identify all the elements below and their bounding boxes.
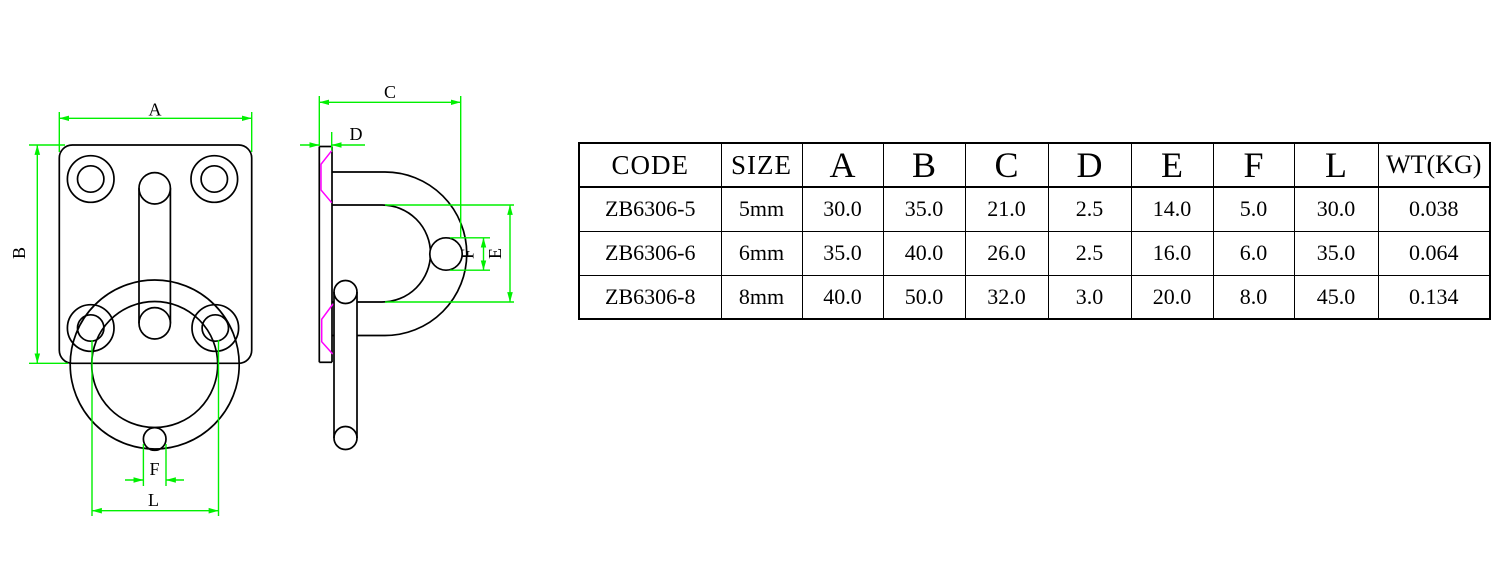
cell-size: 5mm [720,186,803,232]
dimension-lines [29,96,514,516]
dim-label-f-side: F [458,249,478,259]
ring-wire-section-front [142,426,167,452]
col-header-f: F [1212,142,1295,188]
cell-wt: 0.064 [1377,230,1491,276]
cell-e: 14.0 [1130,186,1214,232]
dim-label-e: E [485,248,505,259]
strap-top-bend [138,171,172,205]
ring-inner [90,300,219,429]
cell-b: 50.0 [882,274,966,320]
spec-table-container: CODE SIZE A B C D E F L WT(KG) ZB6306-5 … [578,142,1491,320]
mount-hole-top-right-inner [200,164,229,194]
col-header-code: CODE [578,142,722,188]
strap-outer-profile [332,171,468,337]
cell-d: 2.5 [1047,186,1132,232]
cell-code: ZB6306-8 [578,274,722,320]
table-row: ZB6306-8 8mm 40.0 50.0 32.0 3.0 20.0 8.0… [578,274,1491,320]
dim-label-d: D [350,124,363,144]
ring-wire-section-side [428,236,464,272]
strap-bottom-bend [138,306,172,340]
col-header-wt: WT(KG) [1377,142,1491,188]
spec-table: CODE SIZE A B C D E F L WT(KG) ZB6306-5 … [578,142,1491,320]
dim-label-a: A [149,100,162,120]
cell-b: 40.0 [882,230,966,276]
cell-c: 32.0 [964,274,1049,320]
cell-d: 3.0 [1047,274,1132,320]
col-header-a: A [801,142,884,188]
col-header-l: L [1293,142,1379,188]
col-header-size: SIZE [720,142,803,188]
table-row: ZB6306-5 5mm 30.0 35.0 21.0 2.5 14.0 5.0… [578,186,1491,232]
mount-hole-bottom-right-inner [201,313,230,343]
dim-label-c: C [384,82,396,102]
cell-l: 30.0 [1293,186,1379,232]
cell-size: 8mm [720,274,803,320]
mount-hole-bottom-left-inner [76,313,105,343]
cell-a: 40.0 [801,274,884,320]
col-header-b: B [882,142,966,188]
cell-f: 8.0 [1212,274,1295,320]
col-header-d: D [1047,142,1132,188]
mount-hole-bottom-left-outer [66,303,115,353]
dim-label-l: L [148,490,159,510]
weld-symbols [320,150,334,355]
base-plate-front [58,144,253,365]
cell-f: 5.0 [1212,186,1295,232]
front-view-outline [58,144,253,452]
cell-f: 6.0 [1212,230,1295,276]
col-header-c: C [964,142,1049,188]
dim-label-f-front: F [149,459,159,479]
side-view-outline [318,145,468,451]
cell-code: ZB6306-6 [578,230,722,276]
cell-size: 6mm [720,230,803,276]
cell-e: 16.0 [1130,230,1214,276]
cell-c: 21.0 [964,186,1049,232]
cell-wt: 0.134 [1377,274,1491,320]
cell-d: 2.5 [1047,230,1132,276]
dimension-labels: A B F L C D E F [9,82,505,510]
cell-code: ZB6306-5 [578,186,722,232]
cell-a: 35.0 [801,230,884,276]
mount-hole-top-right-outer [190,154,239,204]
dim-label-b: B [9,247,29,259]
cell-b: 35.0 [882,186,966,232]
cell-l: 35.0 [1293,230,1379,276]
weld-symbol-bottom [320,303,334,355]
mount-hole-top-left-outer [66,154,115,204]
col-header-e: E [1130,142,1214,188]
header-row: CODE SIZE A B C D E F L WT(KG) [578,142,1491,188]
cell-l: 45.0 [1293,274,1379,320]
cell-e: 20.0 [1130,274,1214,320]
ring-outer [69,279,241,450]
mount-hole-top-left-inner [76,164,105,194]
pad-eye-drawing: A B F L C D E F [9,82,514,516]
table-row: ZB6306-6 6mm 35.0 40.0 26.0 2.5 16.0 6.0… [578,230,1491,276]
cell-c: 26.0 [964,230,1049,276]
cell-wt: 0.038 [1377,186,1491,232]
weld-symbol-top [320,150,333,204]
cell-a: 30.0 [801,186,884,232]
ring-side-occluder [334,280,357,450]
